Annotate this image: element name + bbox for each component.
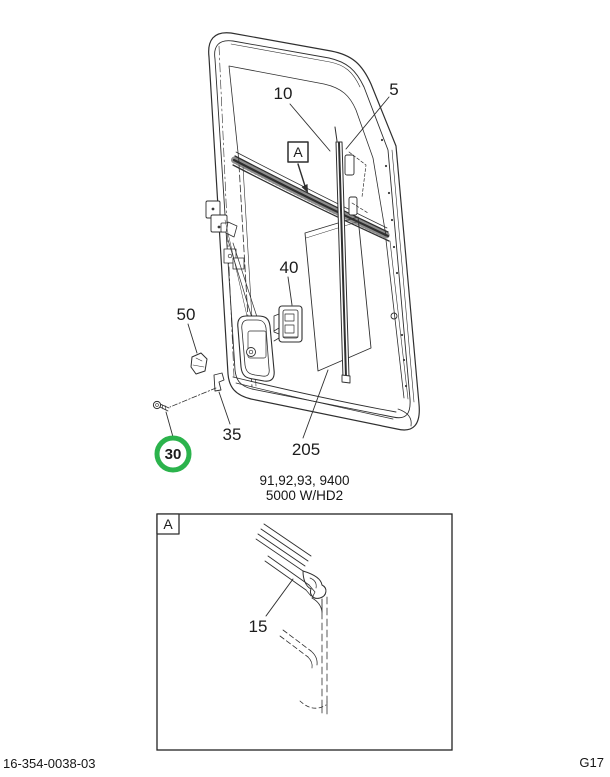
detail-marker-main: A [287,141,309,193]
model-caption-line2: 5000 W/HD2 [265,487,344,503]
frame-fastener-dots [380,138,408,388]
channel-clip-lower [348,196,358,216]
leader-part40 [287,276,293,306]
leader-part35 [218,391,231,425]
bracket-part35 [213,372,225,392]
detail-view-box: A 15 [156,513,453,751]
highlight-circle [154,435,192,473]
door-hinge [205,200,238,238]
highlight-part30: 30 [154,435,192,473]
callout-part15: 15 [249,617,268,636]
beltline-weatherstrip [231,151,392,242]
leader-part50 [187,323,198,354]
detail-marker-label: A [293,144,303,160]
detail-view-marker-label: A [163,516,173,532]
leader-part10 [289,103,331,152]
glass-run-channel-part5 [334,126,369,384]
screw-part30 [152,400,170,412]
frame-hole [390,312,398,320]
regulator-cables [224,219,258,319]
document-number: 16-354-0038-03 [3,756,96,771]
page-reference: G17 [579,755,604,770]
leader-part205 [302,369,329,439]
regulator-bracket [223,248,245,270]
leader-lines [165,96,390,439]
detail-view-border [156,513,453,751]
callout-part40: 40 [280,258,299,277]
detail-marker-arrow [297,163,306,187]
leader-part5 [345,96,390,150]
callout-part10: 10 [274,84,293,103]
window-glass-part205 [304,216,372,372]
leader-part30-dashed [169,387,217,408]
channel-clip-upper [344,154,355,176]
callout-part50: 50 [177,305,196,324]
model-caption: 91,92,93, 9400 5000 W/HD2 [157,473,452,503]
weatherstrip-cross-section-part15 [255,523,328,715]
door-handle-assembly [237,315,280,382]
model-caption-line1: 91,92,93, 9400 [259,473,350,488]
arrowhead-icon [301,184,308,193]
clip-part50 [190,352,208,375]
callout-part5: 5 [389,80,398,99]
detail-view-marker-box [156,513,180,535]
door-frame-outline [208,32,420,431]
leader-part15 [265,578,294,617]
callout-part205: 205 [292,440,320,459]
leader-part30 [165,411,174,438]
highlight-label: 30 [165,446,182,463]
callout-part35: 35 [223,425,242,444]
door-latch-part40 [273,305,303,343]
